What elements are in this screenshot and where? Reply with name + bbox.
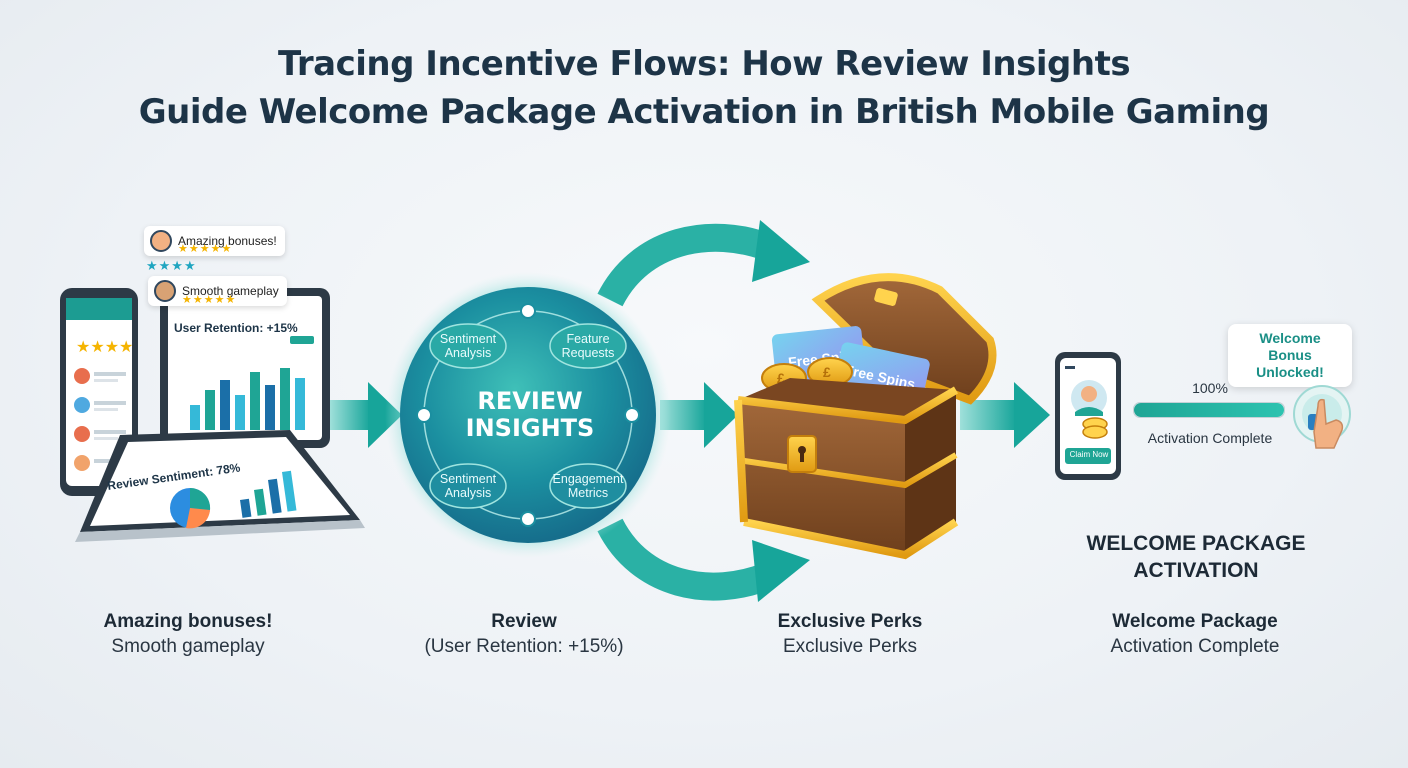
activation-progress-fill (1134, 403, 1284, 417)
hub-node-dot (624, 407, 640, 423)
hub-node-sentiment-analysis-2: Sentiment Analysis (439, 472, 497, 500)
laptop-device: Review Sentiment: 78% (75, 430, 365, 542)
bubble-tail (1238, 366, 1254, 380)
activation-phone (1055, 352, 1121, 480)
curved-arrow-lower (597, 518, 810, 602)
activation-heading-line-2: ACTIVATION (1133, 559, 1259, 582)
curved-arrow-upper (597, 220, 810, 307)
review-devices: ★★★★ User Retention: +15% Review Senti (60, 288, 365, 542)
hub-node-dot (520, 511, 536, 527)
hub-node-dot (520, 303, 536, 319)
caption-4-bold: Welcome Package (1112, 611, 1278, 632)
progress-percent: 100% (1192, 380, 1228, 396)
claim-now-button[interactable] (1065, 448, 1111, 464)
reviewer-avatar (150, 230, 172, 252)
review-chip-1: Amazing bonuses! (144, 226, 285, 256)
svg-text:£: £ (823, 364, 831, 380)
tablet-bar-chart (190, 368, 305, 430)
caption-3-bold: Exclusive Perks (777, 611, 923, 632)
welcome-bonus-bubble: Welcome Bonus Unlocked! (1228, 324, 1352, 387)
review-chip-1-text: Amazing bonuses! (178, 234, 277, 248)
tablet-device: User Retention: +15% (160, 288, 330, 448)
hub-node-sentiment-analysis-1: Sentiment Analysis (439, 332, 497, 360)
caption-1-plain: Smooth gameplay (111, 636, 265, 657)
page-title-line-2: Guide Welcome Package Activation in Brit… (138, 92, 1270, 132)
hub-node-feature-requests: Feature Requests (561, 332, 615, 360)
caption-2-bold: Review (491, 611, 557, 632)
activation-progress-bar (1133, 402, 1285, 418)
tap-hand-icon (1293, 385, 1351, 449)
extra-rating-stars: ★★★★ (146, 258, 197, 273)
svg-text:★★★★: ★★★★ (76, 339, 133, 356)
activation-heading-line-1: WELCOME PACKAGE (1086, 532, 1306, 555)
review-chip-2: Smooth gameplay (148, 276, 287, 306)
tablet-heading: User Retention: +15% (174, 321, 298, 335)
caption-3-plain: Exclusive Perks (782, 636, 918, 657)
review-chip-2-text: Smooth gameplay (182, 284, 279, 298)
hub-node-engagement-metrics: Engagement Metrics (552, 472, 624, 500)
arrow-to-activation (960, 382, 1050, 448)
caption-4-plain: Activation Complete (1110, 636, 1280, 657)
reviewer-avatar (154, 280, 176, 302)
review-chip-1-stars: ★★★★★ (178, 243, 233, 255)
svg-text:£: £ (777, 370, 785, 386)
activation-status: Activation Complete (1147, 430, 1273, 446)
claim-now-label: Claim Now (1069, 450, 1109, 459)
caption-2-plain: (User Retention: +15%) (424, 636, 624, 657)
page-title-line-1: Tracing Incentive Flows: How Review Insi… (277, 44, 1131, 84)
treasure-chest: Free Spins Free Spins £ £ £ £ (734, 273, 997, 560)
review-chip-2-stars: ★★★★★ (182, 294, 237, 306)
hub-core-label: REVIEW INSIGHTS (465, 387, 595, 442)
insights-hub (385, 272, 671, 558)
caption-1-bold: Amazing bonuses! (103, 611, 273, 632)
hub-node-dot (416, 407, 432, 423)
activation-heading: WELCOME PACKAGE ACTIVATION (1060, 530, 1332, 584)
